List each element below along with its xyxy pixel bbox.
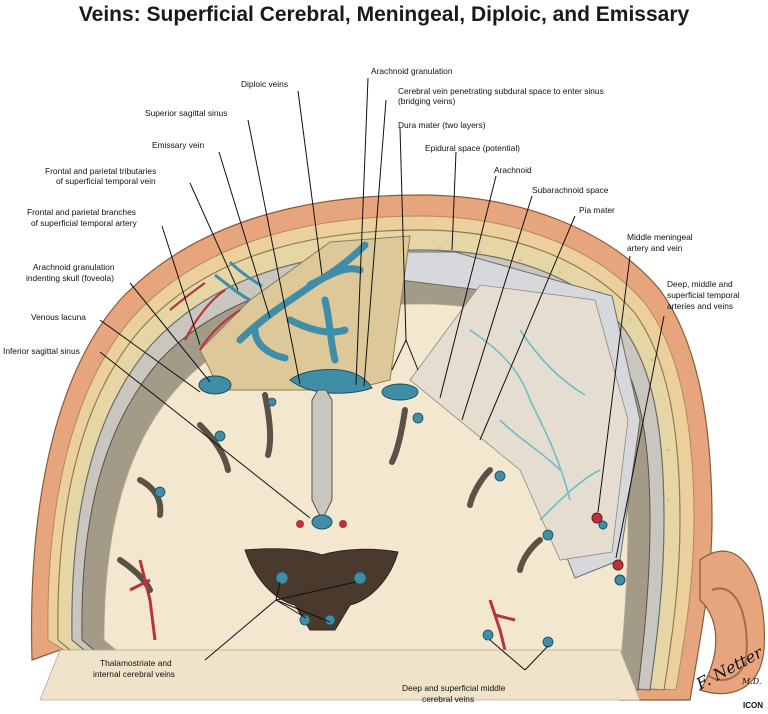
label-deep-temporal-line2: superficial temporal [667, 290, 740, 300]
thalamostriate-veins-vessels [275, 571, 367, 626]
sulci [117, 392, 543, 593]
label-middle-meningeal-line1: Middle meningeal [627, 232, 693, 242]
temporal-vessels [612, 559, 626, 586]
label-subarachnoid-space: Subarachnoid space [532, 185, 609, 195]
labels: Arachnoid granulation Diploic veins Cere… [3, 66, 740, 704]
label-arachnoid-granulation: Arachnoid granulation [371, 66, 453, 76]
leader-lines [99, 77, 665, 671]
sulcal-veins [154, 397, 554, 541]
label-deep-temporal-line1: Deep, middle and [667, 279, 733, 289]
label-superior-sagittal-sinus: Superior sagittal sinus [145, 108, 227, 118]
label-middle-meningeal-line2: artery and vein [627, 243, 683, 253]
diploic-veins-vessels [236, 241, 369, 364]
venous-lacuna-right [381, 383, 419, 401]
label-thalamostriate-line1: Thalamostriate and [100, 658, 172, 668]
label-emissary-vein: Emissary vein [152, 140, 204, 150]
label-frontal-parietal-branches-line2: of superficial temporal artery [31, 218, 137, 228]
page-title: Veins: Superficial Cerebral, Meningeal, … [78, 3, 690, 26]
label-bridging-veins-line1: Cerebral vein penetrating subdural space… [398, 86, 604, 96]
callosal-artery-left [296, 520, 304, 528]
middle-cerebral-veins-vessels [482, 629, 554, 648]
ear-inner [707, 587, 748, 681]
label-pia-mater: Pia mater [579, 205, 615, 215]
label-diploic-veins: Diploic veins [241, 79, 288, 89]
callosal-artery-right [339, 520, 347, 528]
label-frontal-parietal-branches-line1: Frontal and parietal branches [27, 207, 136, 217]
label-epidural-space: Epidural space (potential) [425, 143, 520, 153]
label-bridging-veins-line2: (bridging veins) [398, 96, 455, 106]
label-foveola-line2: indenting skull (foveola) [26, 273, 114, 283]
label-frontal-parietal-tributaries-line2: of superficial temporal vein [56, 176, 156, 186]
label-deep-temporal-line3: arteries and veins [667, 301, 733, 311]
signature-md: M.D. [741, 677, 761, 686]
superficial-temporal-arteries [169, 282, 241, 351]
inferior-sagittal-sinus [311, 514, 333, 530]
label-middle-cerebral-line1: Deep and superficial middle [402, 683, 506, 693]
middle-cerebral-vessels [129, 559, 516, 651]
publisher-mark: ICON [743, 701, 763, 710]
base-cut-surface [39, 649, 641, 701]
label-middle-cerebral-line2: cerebral veins [422, 694, 474, 704]
label-foveola-line1: Arachnoid granulation [33, 262, 115, 272]
label-arachnoid: Arachnoid [494, 165, 532, 175]
label-inferior-sagittal-sinus: Inferior sagittal sinus [3, 346, 80, 356]
middle-meningeal-vessels [591, 512, 608, 530]
subarachnoid-vessels [469, 329, 601, 521]
arachnoid-window [409, 284, 629, 561]
label-thalamostriate-line2: internal cerebral veins [93, 669, 175, 679]
ear [699, 550, 765, 695]
label-dura-mater: Dura mater (two layers) [398, 120, 486, 130]
falx-cerebri [311, 389, 333, 522]
head-section [30, 194, 765, 701]
venous-lacuna-left [198, 375, 232, 395]
label-venous-lacuna: Venous lacuna [31, 312, 86, 322]
label-frontal-parietal-tributaries-line1: Frontal and parietal tributaries [45, 166, 156, 176]
